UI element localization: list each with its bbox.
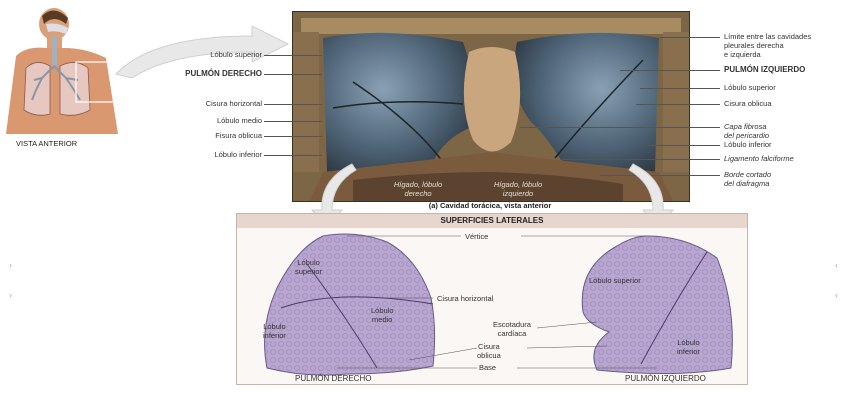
- leader-line: [264, 104, 322, 105]
- right-lung-middle-lobe-label: Lóbulo medio: [371, 306, 394, 324]
- lateral-lungs-illustration: [237, 228, 747, 384]
- lateral-base-label: Base: [479, 363, 496, 372]
- liver-left-lobe-label: Hígado, lóbulo izquierdo: [483, 180, 553, 198]
- leader-line: [640, 145, 720, 146]
- right-lung-inferior-lobe-label: Lóbulo inferior: [263, 322, 286, 340]
- thorax-label-lobulo-superior: Lóbulo superior: [170, 50, 262, 59]
- left-lung-name: PULMÓN IZQUIERDO: [625, 374, 706, 383]
- right-lung-superior-lobe-label: Lóbulo superior: [295, 258, 322, 276]
- figure-caption: VISTA ANTERIOR: [16, 139, 77, 148]
- right-chevron-icon[interactable]: ‹: [835, 260, 838, 270]
- thorax-label-cisura-horizontal: Cisura horizontal: [160, 99, 262, 108]
- cisura-oblicua-label: Cisura oblicua: [477, 342, 501, 360]
- thorax-label-capa-fibrosa: Capa fibrosa del pericardio: [724, 122, 769, 140]
- anterior-body-figure: [6, 6, 126, 136]
- leader-line: [264, 155, 322, 156]
- leader-line: [640, 88, 720, 89]
- leader-line: [660, 37, 720, 38]
- right-chevron-icon-2[interactable]: ‹: [835, 290, 838, 300]
- thorax-label-pulmon-izquierdo: PULMÓN IZQUIERDO: [724, 65, 805, 74]
- escotadura-cardiaca-label: Escotadura cardíaca: [493, 320, 531, 338]
- lateral-surfaces-panel: SUPERFICIES LATERALES Vértice Lóbulo sup…: [236, 213, 748, 385]
- thorax-label-lobulo-medio: Lóbulo medio: [160, 116, 262, 125]
- thorax-label-ligamento: Ligamento falciforme: [724, 154, 794, 163]
- lateral-vertice-label: Vértice: [465, 232, 488, 241]
- lateral-header: SUPERFICIES LATERALES: [237, 214, 747, 228]
- thorax-label-fisura-oblicua: Fisura oblicua: [160, 131, 262, 140]
- leader-line: [264, 121, 322, 122]
- left-chevron-icon[interactable]: ›: [9, 260, 12, 270]
- thorax-label-cisura-oblicua: Cisura oblicua: [724, 99, 772, 108]
- leader-line: [636, 104, 720, 105]
- leader-line: [264, 55, 322, 56]
- left-lung-inferior-lobe-label: Lóbulo inferior: [677, 338, 700, 356]
- leader-line: [264, 74, 322, 75]
- leader-line: [264, 136, 322, 137]
- left-chevron-icon-2[interactable]: ›: [9, 290, 12, 300]
- liver-right-lobe-label: Hígado, lóbulo derecho: [383, 180, 453, 198]
- thorax-label-pulmon-derecho: PULMÓN DERECHO: [150, 69, 262, 78]
- left-lung-superior-lobe-label: Lóbulo superior: [589, 276, 641, 285]
- leader-line: [520, 127, 720, 128]
- thorax-label-limite: Límite entre las cavidades pleurales der…: [724, 32, 811, 59]
- thorax-label-borde-cortado: Borde cortado del diafragma: [724, 170, 771, 188]
- right-lung-name: PULMÓN DERECHO: [295, 374, 371, 383]
- thorax-label-lobulo-inferior-izq: Lóbulo inferior: [724, 140, 772, 149]
- thorax-label-lobulo-superior-izq: Lóbulo superior: [724, 83, 776, 92]
- leader-line: [620, 70, 720, 71]
- cisura-horizontal-label: Cisura horizontal: [437, 294, 493, 303]
- thorax-label-lobulo-inferior: Lóbulo inferior: [160, 150, 262, 159]
